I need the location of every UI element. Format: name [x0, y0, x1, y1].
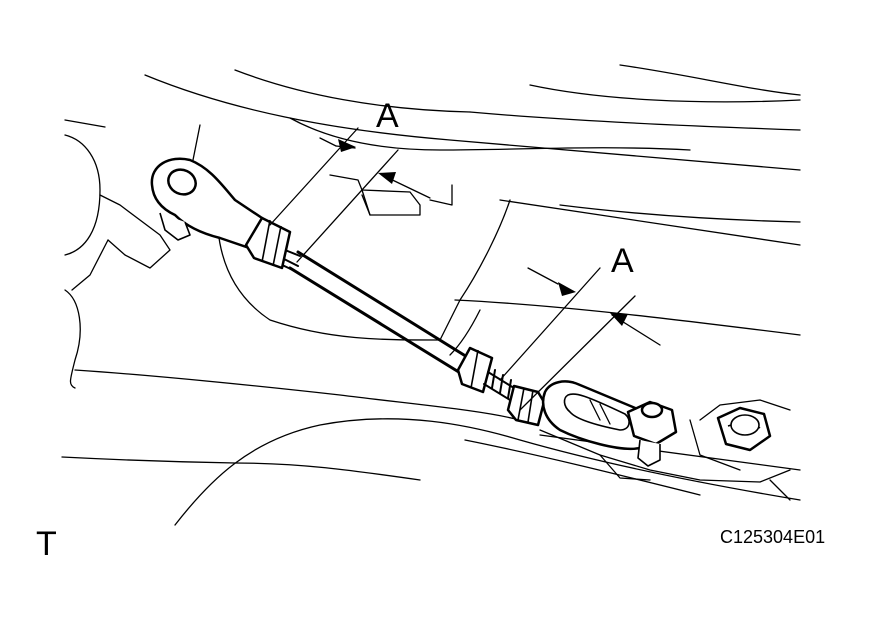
- dimension-a-lower: [499, 267, 661, 411]
- background-body-outlines: [61, 64, 801, 526]
- dimension-label-a-lower: A: [611, 242, 634, 280]
- shift-link-rod-assembly: [150, 157, 546, 427]
- dimension-label-a-upper: A: [376, 97, 399, 135]
- transmission-lever-bracket: [539, 380, 791, 501]
- dimension-a-upper: [269, 127, 431, 263]
- corner-mark: T: [36, 525, 57, 563]
- figure-code: C125304E01: [720, 527, 825, 547]
